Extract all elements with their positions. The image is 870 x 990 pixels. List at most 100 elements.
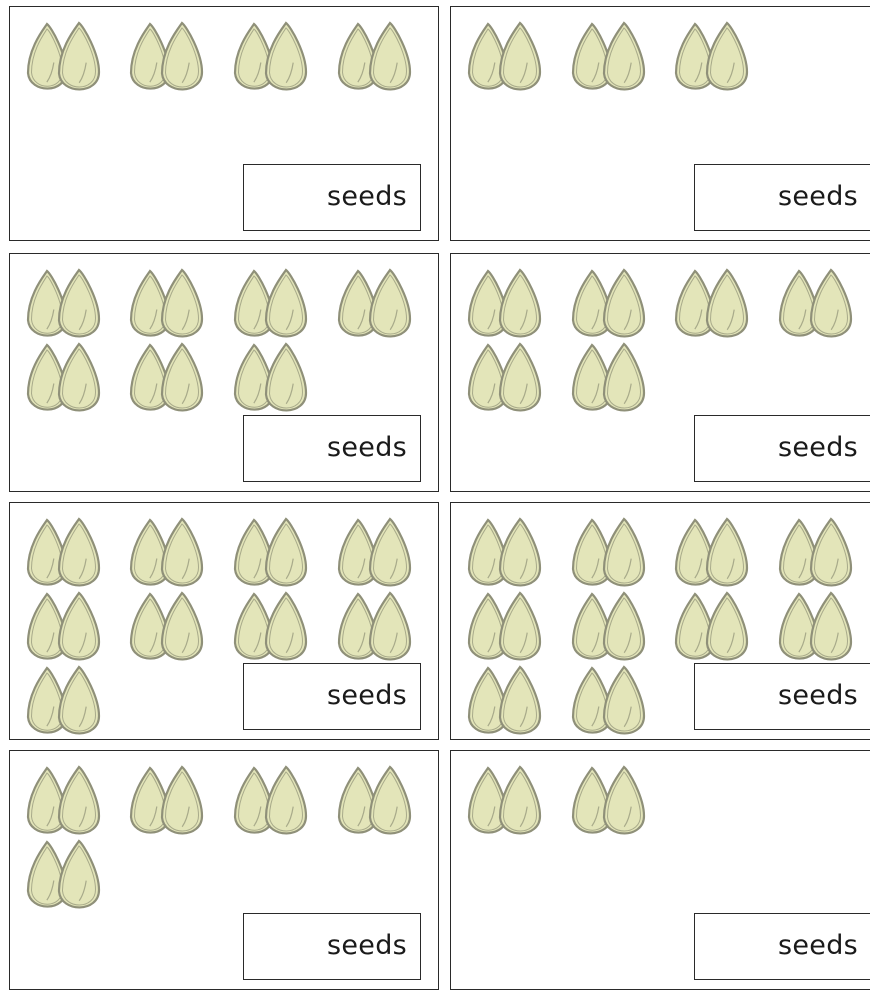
seed-pair	[669, 266, 755, 346]
answer-box-label: seeds	[778, 181, 858, 212]
seed-pair-icon	[21, 663, 107, 743]
seed-card: seeds	[450, 6, 870, 241]
seed-pair	[332, 515, 418, 595]
answer-box-label: seeds	[327, 181, 407, 212]
seed-pair	[228, 340, 314, 420]
seed-card: seeds	[450, 750, 870, 990]
seed-pair	[462, 763, 548, 843]
seed-pair-icon	[566, 763, 652, 843]
seed-pair	[462, 266, 548, 346]
seed-pair-icon	[124, 515, 210, 595]
seed-pair-icon	[462, 663, 548, 743]
answer-box[interactable]: seeds	[243, 415, 421, 482]
seed-pair-icon	[124, 763, 210, 843]
seed-pair	[21, 589, 107, 669]
seed-pair-icon	[21, 340, 107, 420]
seed-pair	[228, 589, 314, 669]
seed-pair	[124, 19, 210, 99]
seed-pair-icon	[462, 19, 548, 99]
seed-pair-icon	[21, 763, 107, 843]
seed-pair	[332, 763, 418, 843]
seed-pair	[773, 589, 859, 669]
answer-box[interactable]: seeds	[243, 913, 421, 980]
seed-pair	[228, 19, 314, 99]
seed-pair-icon	[228, 19, 314, 99]
seed-pair	[462, 589, 548, 669]
seed-pair-icon	[773, 266, 859, 346]
seed-pair	[332, 589, 418, 669]
seed-pair	[669, 589, 755, 669]
seed-pair	[566, 763, 652, 843]
seed-pair-icon	[228, 515, 314, 595]
answer-box-label: seeds	[327, 432, 407, 463]
seed-pair	[21, 837, 107, 917]
seed-pair-icon	[124, 589, 210, 669]
seed-pair	[462, 515, 548, 595]
seed-pair	[669, 19, 755, 99]
seed-pair-icon	[669, 589, 755, 669]
seed-pair-icon	[228, 340, 314, 420]
seed-pair-icon	[669, 515, 755, 595]
seed-pair	[462, 19, 548, 99]
seed-pair	[124, 266, 210, 346]
seed-pair	[228, 266, 314, 346]
seed-pair-icon	[669, 19, 755, 99]
seed-pair	[21, 266, 107, 346]
answer-box[interactable]: seeds	[694, 164, 870, 231]
answer-box[interactable]: seeds	[243, 663, 421, 730]
seed-pair-icon	[21, 515, 107, 595]
seed-card: seeds	[9, 502, 439, 740]
answer-box-label: seeds	[778, 680, 858, 711]
seed-pair	[332, 19, 418, 99]
seed-pair	[21, 19, 107, 99]
seed-pair	[21, 763, 107, 843]
seed-pair	[462, 340, 548, 420]
seed-pair-icon	[21, 837, 107, 917]
seed-pair-icon	[566, 266, 652, 346]
seed-pair	[566, 515, 652, 595]
seed-pair	[332, 266, 418, 346]
seed-pair	[566, 340, 652, 420]
seed-pair-icon	[228, 266, 314, 346]
seed-pair-icon	[462, 763, 548, 843]
seed-pair	[669, 515, 755, 595]
seed-pair	[773, 515, 859, 595]
seed-pair	[21, 340, 107, 420]
seed-pair	[566, 589, 652, 669]
seed-pair-icon	[332, 515, 418, 595]
seed-pair	[566, 663, 652, 743]
seed-pair-icon	[21, 589, 107, 669]
answer-box[interactable]: seeds	[694, 415, 870, 482]
answer-box[interactable]: seeds	[694, 913, 870, 980]
seed-pair-icon	[332, 589, 418, 669]
seed-card: seeds	[9, 253, 439, 492]
answer-box-label: seeds	[778, 432, 858, 463]
seed-pair-icon	[566, 340, 652, 420]
seed-pair-icon	[566, 589, 652, 669]
seed-pair	[228, 515, 314, 595]
seed-pair-icon	[21, 19, 107, 99]
seed-pair	[228, 763, 314, 843]
seed-pair-icon	[462, 266, 548, 346]
seed-pair-icon	[566, 663, 652, 743]
seed-pair-icon	[332, 266, 418, 346]
seed-pair-icon	[21, 266, 107, 346]
seed-pair	[124, 515, 210, 595]
seed-card: seeds	[9, 6, 439, 241]
seed-pair-icon	[124, 19, 210, 99]
seed-pair-icon	[669, 266, 755, 346]
seed-pair-icon	[124, 266, 210, 346]
seed-pair	[566, 19, 652, 99]
seed-pair-icon	[462, 340, 548, 420]
seed-pair-icon	[332, 763, 418, 843]
seed-card: seeds	[9, 750, 439, 990]
seed-pair-icon	[773, 515, 859, 595]
seed-pair	[124, 763, 210, 843]
seed-pair-icon	[462, 515, 548, 595]
seed-pair	[124, 589, 210, 669]
seed-pair-icon	[566, 19, 652, 99]
answer-box[interactable]: seeds	[243, 164, 421, 231]
answer-box[interactable]: seeds	[694, 663, 870, 730]
seed-pair	[773, 266, 859, 346]
